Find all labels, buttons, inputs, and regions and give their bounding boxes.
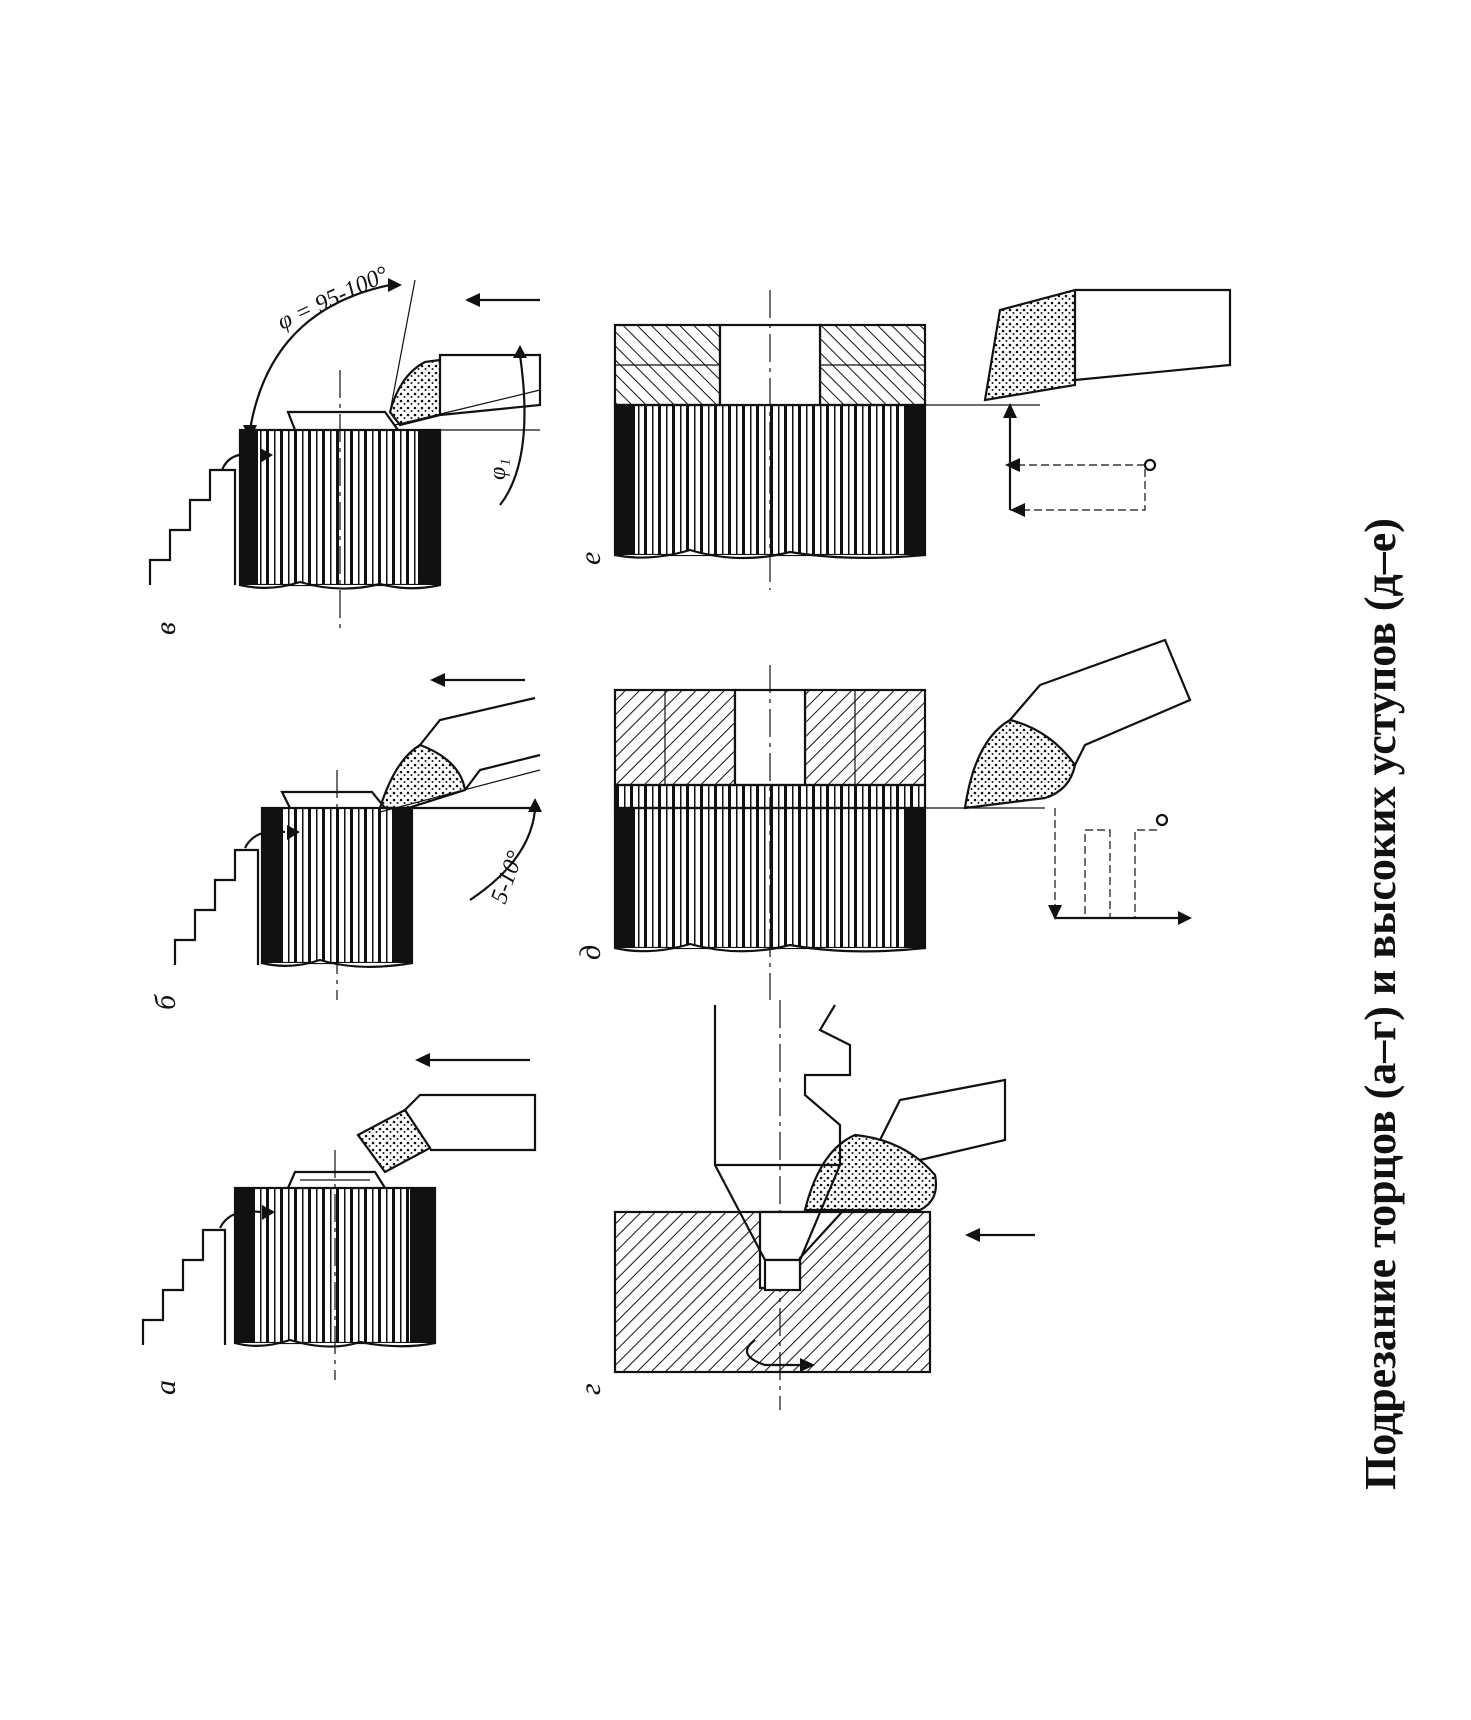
panel-label: в [149,622,182,635]
chuck-steps [148,468,237,585]
break-line [614,548,926,560]
panel-label: е [574,552,607,565]
break-line [239,580,441,590]
panel-label: б [149,994,182,1010]
cutter-shank [1074,288,1232,382]
angle-label: 5-10° [486,847,529,907]
chip [286,1170,386,1189]
panel-g: г [574,1000,1035,1410]
panel-b: 5-10° б [149,673,542,1010]
panel-label: д [574,945,607,960]
panel-v: φ = 95-100° φ₁ в [148,261,542,635]
cutter-tip [388,358,442,427]
cutter-shank [438,353,542,417]
cutter-shank [879,1078,1007,1162]
feed-path [1054,808,1160,919]
layer-right [803,688,927,787]
chip [286,410,399,431]
rotation-arrow [219,1210,261,1229]
angle-main-label: φ = 95-100° [274,261,393,335]
angle-arc [469,809,537,901]
cutter-tip [963,718,1077,810]
cutter-shank [1009,638,1192,766]
cutter-shank [404,1093,537,1152]
feed-path [1010,464,1146,511]
panel-e: е [574,288,1232,590]
drill-body [713,1004,852,1262]
rotation-arrow [745,1339,805,1367]
rotation-arrow [244,830,286,849]
cutter-tip [356,1108,432,1174]
cutter-tip [378,743,467,810]
rotation-arrow [220,452,259,471]
cutter-tip [803,1133,938,1212]
angle-arc-aux [499,354,526,506]
cutter-tip [983,288,1077,402]
layer-left [613,688,737,787]
angle-aux-label: φ₁ [485,458,511,480]
panel-label: а [149,1380,182,1395]
angle-arc-main [248,283,391,431]
chuck-steps [141,1228,227,1345]
break-line [614,942,926,953]
figure-caption: Подрезание торцов (а–г) и высоких уступо… [1356,518,1405,1490]
chip [280,790,386,809]
cutter-shank [419,696,536,746]
chuck-steps [173,848,260,965]
panel-a: а [141,1053,537,1395]
panel-label: г [574,1383,607,1395]
panel-d: д [574,638,1192,1000]
